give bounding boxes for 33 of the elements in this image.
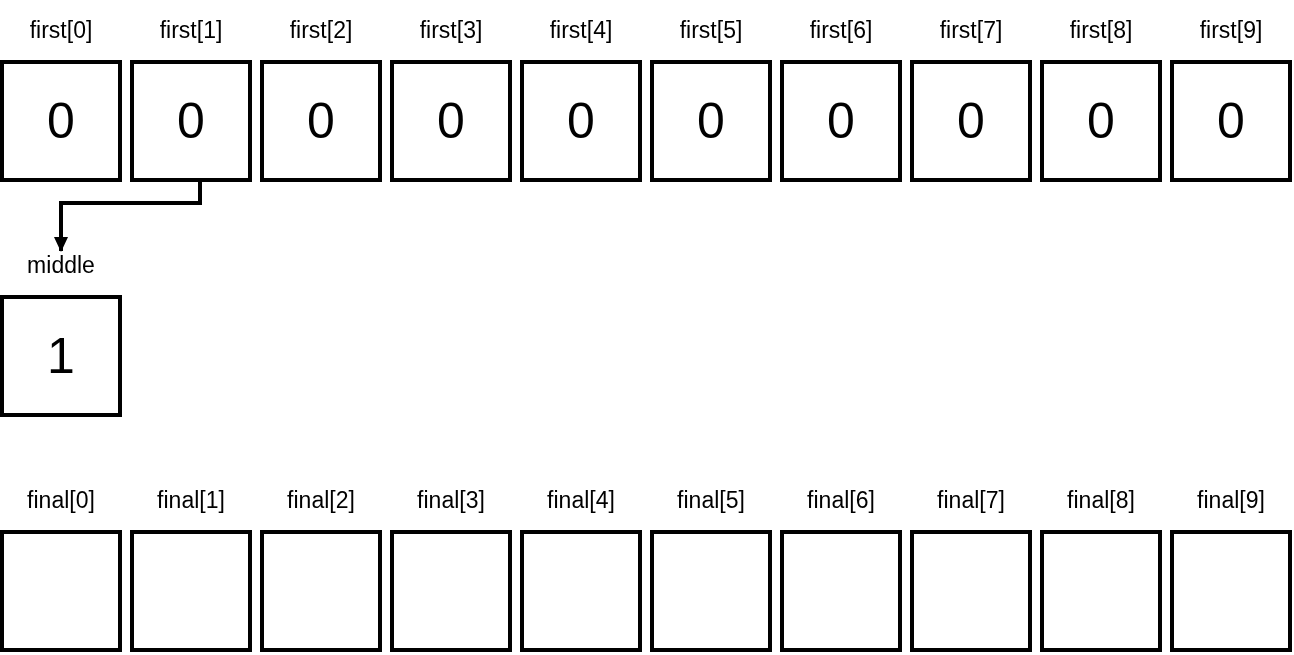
array-index-label: final[9]	[1197, 486, 1265, 515]
array-index-label: final[3]	[417, 486, 485, 515]
cell-value: 1	[47, 328, 75, 384]
array-index-label: final[8]	[1067, 486, 1135, 515]
cell-value: 0	[697, 93, 725, 149]
cell-value: 0	[1217, 93, 1245, 149]
array-index-label: final[5]	[677, 486, 745, 515]
array-index-label: first[6]	[809, 16, 873, 45]
array-index-label: final[0]	[27, 486, 95, 515]
cell-value: 0	[47, 93, 75, 149]
cell-value: 0	[827, 93, 855, 149]
array-index-label: final[6]	[807, 486, 875, 515]
array-index-label: first[8]	[1069, 16, 1133, 45]
array-index-label: middle	[27, 251, 95, 280]
array-index-label: first[3]	[419, 16, 483, 45]
cell-value: 0	[307, 93, 335, 149]
array-index-label: first[7]	[939, 16, 1003, 45]
cell-value: 0	[957, 93, 985, 149]
array-index-label: first[2]	[289, 16, 353, 45]
arrow	[54, 182, 202, 252]
array-index-label: first[4]	[549, 16, 613, 45]
cell-value: 0	[177, 93, 205, 149]
array-index-label: final[2]	[287, 486, 355, 515]
cell-value: 0	[1087, 93, 1115, 149]
array-index-label: first[1]	[159, 16, 223, 45]
array-index-label: first[5]	[679, 16, 743, 45]
array-index-label: final[1]	[157, 486, 225, 515]
array-index-label: final[7]	[937, 486, 1005, 515]
array-index-label: first[0]	[29, 16, 93, 45]
cell-value: 0	[437, 93, 465, 149]
cell-value: 0	[567, 93, 595, 149]
array-index-label: final[4]	[547, 486, 615, 515]
array-index-label: first[9]	[1199, 16, 1263, 45]
